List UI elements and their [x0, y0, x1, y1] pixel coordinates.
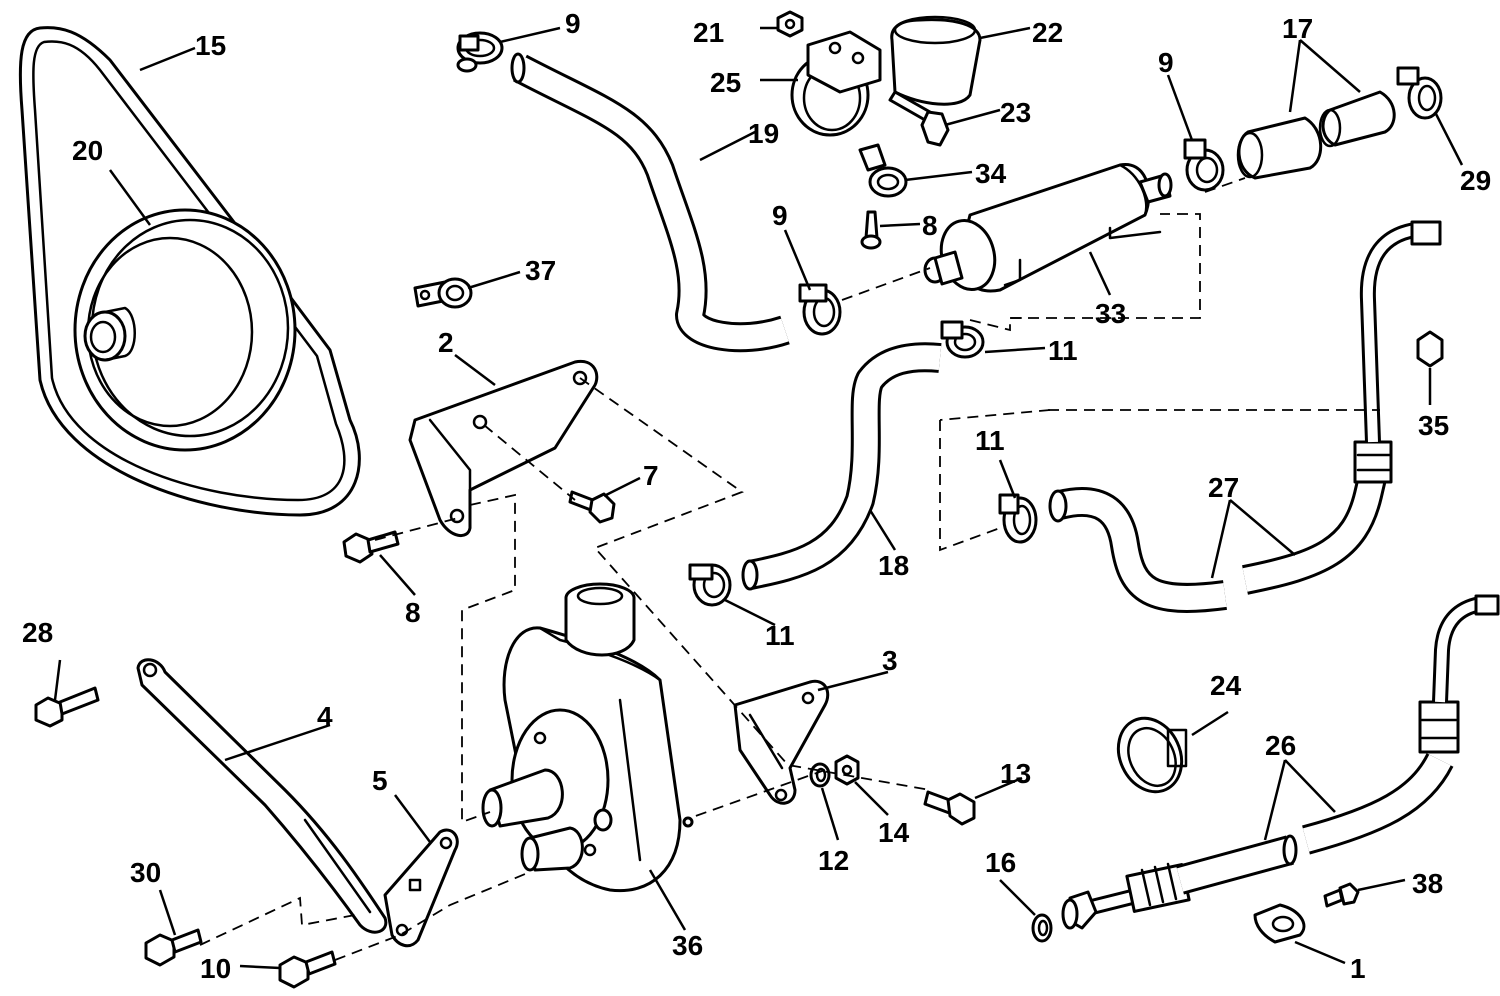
label-22: 22 — [1032, 17, 1063, 48]
pulley — [73, 208, 297, 452]
hose-clamp — [798, 283, 842, 336]
band-clamp — [1116, 716, 1188, 794]
clip — [858, 143, 908, 198]
bolt — [144, 928, 203, 967]
sleeve — [890, 15, 982, 106]
screw — [860, 210, 882, 250]
power-steering-pump — [481, 582, 694, 893]
hose — [741, 342, 942, 591]
hose-clamp — [940, 320, 985, 359]
label-27: 27 — [1208, 472, 1239, 503]
washer — [809, 762, 831, 788]
label-12: 12 — [818, 845, 849, 876]
hose — [510, 52, 790, 353]
label-21: 21 — [693, 17, 724, 48]
label-9: 9 — [1158, 47, 1174, 78]
assembly-guide-lines — [199, 177, 1380, 961]
hose-clamp — [1183, 138, 1225, 192]
hose-clamp — [456, 31, 504, 73]
nut — [834, 754, 860, 786]
callout-labels: 15 20 9 21 22 25 23 19 34 8 9 9 17 29 33… — [22, 8, 1491, 984]
label-7: 7 — [643, 460, 659, 491]
label-24: 24 — [1210, 670, 1242, 701]
hose-clamp — [688, 563, 732, 607]
nut — [1416, 330, 1444, 368]
label-29: 29 — [1460, 165, 1491, 196]
label-1: 1 — [1350, 953, 1366, 984]
label-33: 33 — [1095, 298, 1126, 329]
bolt — [888, 90, 950, 147]
mounting-bracket — [408, 359, 599, 537]
mounting-clamp — [790, 30, 882, 137]
bolt — [568, 490, 616, 524]
label-23: 23 — [1000, 97, 1031, 128]
label-9: 9 — [772, 200, 788, 231]
label-11: 11 — [1048, 335, 1078, 366]
label-30: 30 — [130, 857, 161, 888]
label-37: 37 — [525, 255, 556, 286]
label-26: 26 — [1265, 730, 1296, 761]
screw — [1323, 882, 1360, 908]
label-11: 11 — [975, 425, 1005, 456]
label-13: 13 — [1000, 758, 1031, 789]
clip — [1253, 903, 1306, 944]
label-10: 10 — [200, 953, 231, 984]
mounting-plate — [383, 828, 459, 948]
clip — [413, 277, 473, 309]
label-18: 18 — [878, 550, 909, 581]
bolt — [34, 686, 100, 728]
label-20: 20 — [72, 135, 103, 166]
o-ring — [1031, 913, 1053, 943]
label-36: 36 — [672, 930, 703, 961]
label-28: 28 — [22, 617, 53, 648]
pressure-hose — [1048, 220, 1442, 613]
label-3: 3 — [882, 645, 898, 676]
label-17: 17 — [1282, 13, 1313, 44]
label-19: 19 — [748, 118, 779, 149]
bolt — [342, 530, 400, 564]
hose-sleeve — [1236, 90, 1396, 180]
bolt — [278, 950, 337, 989]
label-15: 15 — [195, 30, 226, 61]
label-5: 5 — [372, 765, 388, 796]
leader-lines — [53, 26, 1464, 970]
label-2: 2 — [438, 327, 454, 358]
label-25: 25 — [710, 67, 741, 98]
hose-clamp — [998, 493, 1038, 544]
label-6: 8 — [922, 210, 938, 241]
nut — [776, 10, 804, 38]
adjusting-brace — [136, 658, 388, 934]
label-8: 8 — [405, 597, 421, 628]
label-35: 35 — [1418, 410, 1449, 441]
label-14: 14 — [878, 817, 910, 848]
label-11: 11 — [765, 620, 795, 651]
return-hose — [1061, 594, 1500, 930]
label-38: 38 — [1412, 868, 1443, 899]
label-4: 4 — [317, 701, 333, 732]
label-9: 9 — [565, 8, 581, 39]
label-16: 16 — [985, 847, 1016, 878]
bolt — [923, 790, 976, 826]
label-34: 34 — [975, 158, 1007, 189]
hose-clamp — [1396, 66, 1443, 120]
oil-cooler — [923, 163, 1173, 293]
